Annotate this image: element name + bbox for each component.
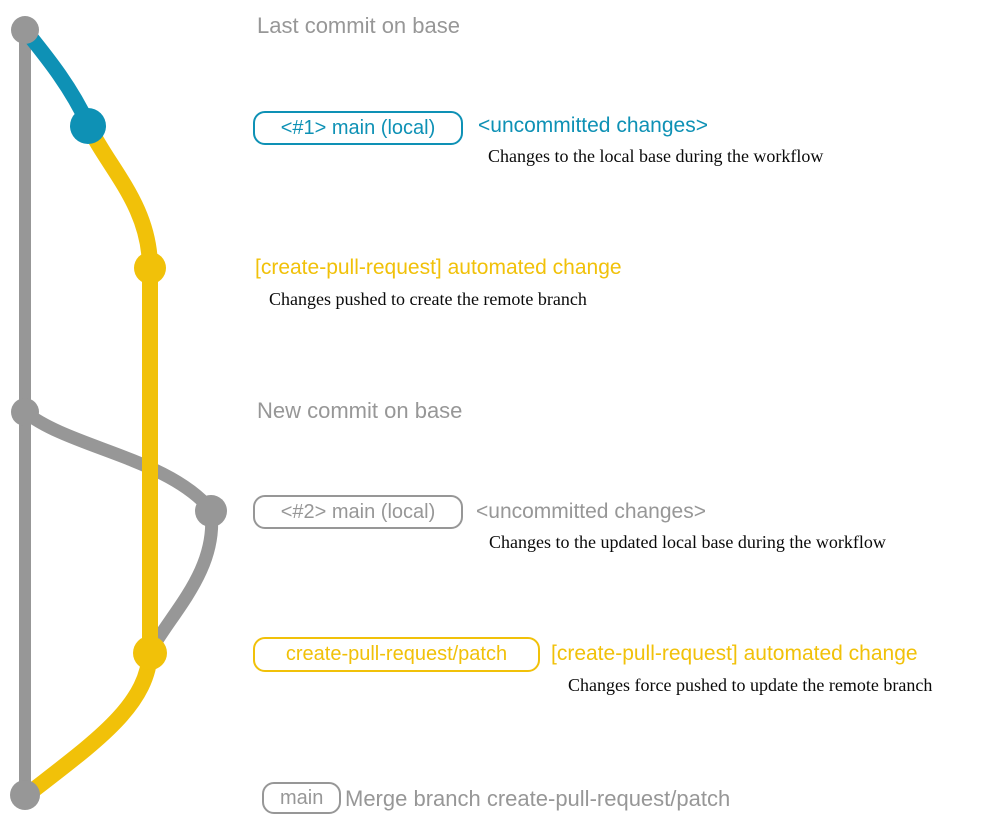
annotation-uncommitted-2: Changes to the updated local base during…: [489, 532, 886, 552]
branch-badge-main: main: [262, 782, 342, 814]
commit-message-automated-1: [create-pull-request] automated change: [255, 256, 622, 279]
branch-badge-main-local-1: <#1> main (local): [253, 111, 463, 145]
commit-message-automated-2: [create-pull-request] automated change: [551, 642, 918, 665]
commit-dot-base-last: [11, 16, 39, 44]
commit-dot-patch-2: [133, 636, 167, 670]
commit-dot-main-local-2: [195, 495, 227, 527]
patch-merge-edge: [19, 644, 158, 803]
commit-message-uncommitted-2: <uncommitted changes>: [476, 500, 706, 523]
commit-message-merge: Merge branch create-pull-request/patch: [345, 786, 731, 811]
last-commit-label: Last commit on base: [257, 13, 460, 38]
new-commit-label: New commit on base: [257, 398, 463, 423]
commit-dot-patch-1: [134, 252, 166, 284]
patch-branch-line: [80, 117, 158, 660]
main-local-2-to-patch-edge: [143, 504, 219, 659]
annotation-automated-2: Changes force pushed to update the remot…: [568, 675, 933, 695]
branch-badge-patch: create-pull-request/patch: [253, 637, 540, 672]
base-to-main-local-1-edge: [17, 22, 96, 132]
commit-dot-main-local-1: [70, 108, 106, 144]
annotation-uncommitted-1: Changes to the local base during the wor…: [488, 146, 824, 166]
commit-dot-merge: [10, 780, 40, 810]
base-to-main-local-2-edge: [18, 405, 218, 517]
commit-dot-base-new: [11, 398, 39, 426]
annotation-automated-1: Changes pushed to create the remote bran…: [269, 289, 587, 309]
branch-badge-main-local-2: <#2> main (local): [253, 495, 463, 529]
commit-message-uncommitted-1: <uncommitted changes>: [478, 114, 708, 137]
